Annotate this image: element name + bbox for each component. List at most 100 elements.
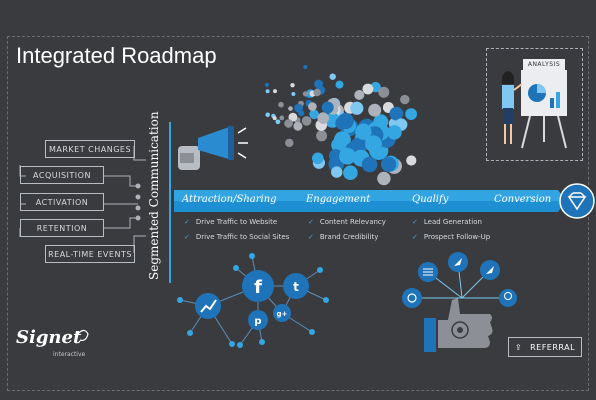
check-item: ✓Prospect Follow-Up (412, 233, 491, 241)
cluster-dot (335, 80, 344, 89)
cluster-dot (273, 89, 277, 94)
pinterest-icon (248, 310, 268, 330)
chart-icon (195, 293, 221, 319)
check-item: ✓Drive Traffic to Social Sites (184, 233, 290, 241)
chat-icon (402, 288, 422, 308)
cluster-dot (362, 83, 374, 95)
cluster-dot (294, 103, 303, 113)
cluster-dot (303, 65, 308, 69)
label-acquisition: ACQUISITION (20, 166, 104, 184)
signet-logo-sub: interactive (53, 351, 86, 358)
social-nodes: f t p g+ (177, 253, 329, 348)
cluster-dot (290, 83, 295, 88)
cluster-dot (329, 73, 336, 80)
analysis-panel (486, 48, 583, 161)
referral-label: REFERRAL (530, 342, 576, 352)
check-icon: ✓ (184, 233, 190, 241)
svg-text:p: p (254, 316, 261, 327)
thumbs-up-icon (424, 298, 493, 352)
diamond-icon (567, 196, 587, 211)
check-icon: ✓ (412, 218, 418, 226)
label-activation: ACTIVATION (20, 193, 104, 211)
stage-engagement: Engagement (306, 194, 371, 205)
cluster-dot (278, 101, 284, 108)
analysis-label: ANALYSIS (523, 59, 565, 70)
cluster-dot (354, 90, 365, 100)
cluster-dot (329, 149, 343, 163)
cluster-dot (284, 119, 293, 128)
cluster-dot (285, 138, 294, 148)
cluster-dot (288, 112, 298, 122)
lightbulb-icon (499, 289, 517, 307)
cluster-dot (405, 108, 417, 120)
cluster-dot (355, 123, 372, 140)
cluster-dot (279, 115, 285, 121)
hub-nodes (402, 252, 517, 352)
label-real-time-events: REAL-TIME EVENTS (45, 245, 135, 263)
cluster-dot (302, 91, 308, 97)
cluster-dot (331, 166, 343, 178)
conversion-badge (559, 183, 595, 219)
megaphone-icon (178, 126, 248, 170)
cluster-dot (337, 112, 354, 130)
cluster-dot (265, 112, 271, 118)
cluster-dot (389, 106, 404, 121)
cluster-dot (272, 116, 277, 121)
check-item: ✓Lead Generation (412, 218, 482, 226)
check-icon: ✓ (308, 218, 314, 226)
cluster-dot (312, 152, 324, 165)
cluster-dot (365, 135, 382, 153)
check-icon: ✓ (412, 233, 418, 241)
share-icon: ⇪ (514, 342, 523, 352)
cluster-dot (317, 112, 330, 124)
cluster-dot (316, 130, 328, 142)
cluster-dot (275, 119, 281, 125)
cluster-dot (301, 116, 312, 126)
svg-text:t: t (293, 280, 299, 294)
referral-box: ⇪ REFERRAL (508, 337, 582, 357)
check-icon: ✓ (184, 218, 190, 226)
signet-logo: Signet (16, 327, 82, 348)
check-item: ✓Brand Credibility (308, 233, 379, 241)
cluster-dot (343, 165, 358, 180)
facebook-icon (242, 270, 274, 302)
cluster-dot (291, 92, 296, 96)
cluster-dot (309, 109, 319, 120)
page-title: Integrated Roadmap (16, 43, 217, 68)
stage-attraction: Attraction/Sharing (182, 194, 277, 205)
cluster-dot (378, 86, 390, 98)
left-connectors (19, 146, 146, 253)
check-item: ✓Content Relevancy (308, 218, 386, 226)
cluster-dot (406, 155, 417, 166)
segmented-communication-heading: Segmented Communication (147, 111, 161, 280)
cluster-dot (264, 82, 269, 87)
logo-swoosh (75, 329, 89, 341)
google-plus-icon (273, 304, 291, 322)
cluster-dot (265, 89, 270, 94)
cluster-dot (368, 103, 382, 117)
cluster-dot (339, 147, 356, 165)
check-icon: ✓ (308, 233, 314, 241)
cluster-dot (331, 137, 346, 153)
stage-conversion: Conversion (494, 194, 552, 205)
check-item: ✓Drive Traffic to Website (184, 218, 278, 226)
cluster-dot (321, 101, 334, 114)
label-retention: RETENTION (20, 219, 104, 237)
svg-text:f: f (254, 277, 262, 298)
label-market-changes: MARKET CHANGES (45, 140, 135, 158)
cluster-dot (377, 171, 391, 186)
cluster-dot (293, 121, 303, 131)
cluster-dot (313, 88, 321, 97)
cluster-dot (400, 94, 410, 105)
stage-qualify: Qualify (412, 194, 449, 205)
twitter-icon (283, 273, 309, 299)
cluster-dot (361, 156, 378, 173)
cluster-dot (387, 125, 402, 140)
cluster-dot (288, 106, 293, 111)
cluster-dot (350, 101, 364, 115)
svg-text:g+: g+ (277, 310, 288, 318)
cluster-dot (380, 156, 397, 172)
cluster-dot (308, 102, 317, 111)
